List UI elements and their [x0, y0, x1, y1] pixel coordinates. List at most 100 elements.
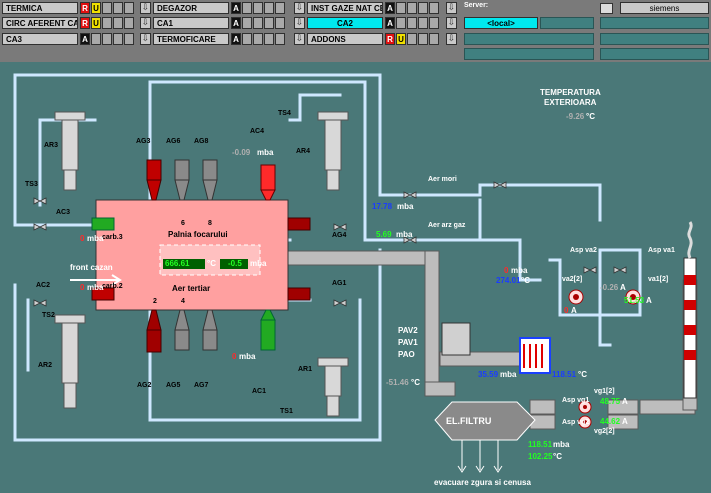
valve-label: AG1 [332, 280, 347, 287]
status-slot [418, 17, 428, 29]
status-slot [429, 33, 439, 45]
degazor-button[interactable]: DEGAZOR [153, 2, 229, 14]
va1-current-unit: A [646, 296, 652, 305]
warning-badge: U [91, 17, 101, 29]
circ-aferent-button[interactable]: CIRC AFERENT CA [2, 17, 78, 29]
duct-pressure: 0 [504, 266, 509, 275]
burner-label: carb.3 [102, 234, 123, 241]
status-slot [242, 2, 252, 14]
ca1-button[interactable]: CA1 [153, 17, 229, 29]
mills [54, 111, 349, 417]
valve-label: AG5 [166, 382, 181, 389]
valve-label: AC4 [250, 128, 265, 135]
va1-label: va1[2] [648, 276, 669, 283]
down-arrow-icon[interactable]: ⇩ [140, 17, 151, 29]
down-arrow-icon[interactable]: ⇩ [446, 33, 457, 45]
down-arrow-icon[interactable]: ⇩ [294, 2, 305, 14]
down-arrow-icon[interactable]: ⇩ [446, 17, 457, 29]
ac1-unit: mba [239, 352, 256, 361]
pav2-label: PAV2 [398, 326, 418, 335]
furnace-temp-unit: °C [207, 259, 216, 268]
top-toolbar: TERMICA R U ⇩ DEGAZOR A ⇩ INST GAZE NAT … [0, 0, 711, 62]
status-slot [242, 33, 252, 45]
duct-temp: 274.01 [496, 276, 521, 285]
warning-badge: U [91, 2, 101, 14]
filter-pressure-unit: mba [553, 440, 570, 449]
valve-label: AC2 [36, 282, 51, 289]
filter-pressure: 118.51 [528, 440, 553, 449]
status-bar [464, 48, 594, 60]
air-heater-coil [523, 344, 543, 368]
ca3-button[interactable]: CA3 [2, 33, 78, 45]
vg2-current-unit: A [622, 417, 628, 426]
status-slot [429, 17, 439, 29]
electrofilter [434, 401, 536, 441]
alarm-badge: R [385, 33, 395, 45]
pav-temp-unit: °C [411, 378, 420, 387]
valve-label: AC1 [252, 388, 267, 395]
down-arrow-icon[interactable]: ⇩ [294, 33, 305, 45]
status-bar [600, 48, 709, 60]
valve-label: AG4 [332, 232, 347, 239]
heater-temp: 118.51 [552, 370, 577, 379]
valve-label: TS2 [42, 312, 55, 319]
pav1-label: PAV1 [398, 338, 418, 347]
termica-button[interactable]: TERMICA [2, 2, 78, 14]
filter-temp: 102.25 [528, 452, 553, 461]
ash-chutes [461, 440, 499, 470]
ac3-pressure: 0 [80, 234, 85, 243]
down-arrow-icon[interactable]: ⇩ [294, 17, 305, 29]
burner-number: 8 [208, 220, 212, 227]
furnace-title: Palnia focarului [168, 230, 228, 239]
alarm-badge: R [80, 17, 90, 29]
down-arrow-icon[interactable]: ⇩ [140, 2, 151, 14]
electrofilter-label: EL.FILTRU [446, 416, 492, 426]
ac3-unit: mba [87, 234, 104, 243]
status-slot [418, 2, 428, 14]
ac1-pressure: 0 [232, 352, 237, 361]
printer-icon[interactable] [600, 3, 613, 14]
status-slot [407, 33, 417, 45]
burner-label: carb.2 [102, 283, 123, 290]
furnace-pressure-unit: mba [250, 259, 267, 268]
aer-mori-pressure: 17.78 [372, 202, 393, 211]
asp-va2-label: Asp va2 [570, 247, 597, 254]
status-bar [464, 33, 594, 45]
status-badge: A [231, 17, 241, 29]
va2-current-unit: A [571, 306, 577, 315]
server-name: siemens [620, 2, 709, 14]
ac4-pressure: -0.09 [232, 148, 251, 157]
asp-vg2-label: Asp vg2 [562, 419, 590, 426]
vg1-label: vg1[2] [594, 388, 615, 395]
valve-label: TS1 [280, 408, 293, 415]
status-slot [102, 17, 112, 29]
valve-label: AR1 [298, 366, 313, 373]
heater-pressure: 35.59 [478, 370, 499, 379]
vg2-current: 44.62 [600, 417, 621, 426]
server-select[interactable]: <local> [464, 17, 538, 29]
filter-temp-unit: °C [553, 452, 562, 461]
status-slot [275, 33, 285, 45]
furnace-temp-box: 666.61 [163, 259, 205, 269]
down-arrow-icon[interactable]: ⇩ [446, 2, 457, 14]
status-slot [102, 33, 112, 45]
addons-button[interactable]: ADDONS [307, 33, 383, 45]
status-slot [113, 17, 123, 29]
va1-current: 51.53 [624, 296, 645, 305]
valve-label: AG7 [194, 382, 209, 389]
status-slot [264, 33, 274, 45]
ca2-button[interactable]: CA2 [307, 17, 383, 29]
alarm-badge: R [80, 2, 90, 14]
inst-gaze-button[interactable]: INST GAZE NAT CET [307, 2, 383, 14]
status-slot [275, 2, 285, 14]
down-arrow-icon[interactable]: ⇩ [140, 33, 151, 45]
status-slot [124, 33, 134, 45]
front-arrow-icon [70, 274, 122, 286]
duct-temp-unit: °C [521, 276, 530, 285]
heater-temp-unit: °C [578, 370, 587, 379]
aer-gaz-unit: mba [396, 230, 413, 239]
va2-label: va2[2] [562, 276, 583, 283]
top-burners [146, 159, 276, 201]
burner-number: 2 [153, 298, 157, 305]
termoficare-button[interactable]: TERMOFICARE [153, 33, 229, 45]
